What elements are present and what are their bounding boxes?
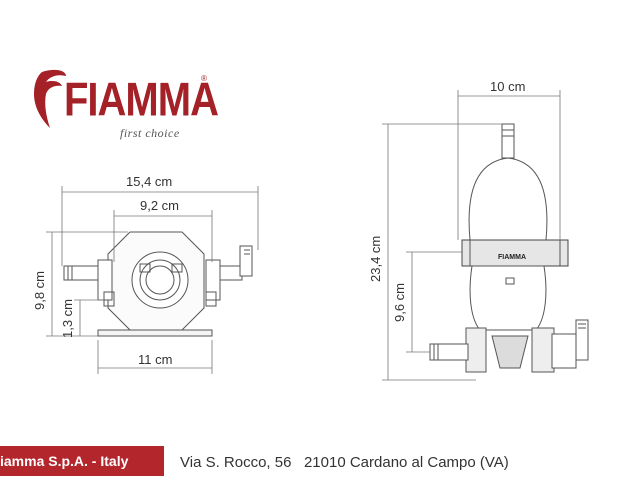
footer-company-banner: iamma S.p.A. - Italy bbox=[0, 446, 164, 476]
brand-tagline: first choice bbox=[120, 126, 180, 140]
pump-illustration bbox=[63, 231, 253, 337]
flame-icon bbox=[34, 69, 66, 128]
tank-brand-label: FIAMMA bbox=[498, 254, 526, 261]
pump-inner-width-label: 9,2 cm bbox=[140, 198, 179, 213]
footer-address: Via S. Rocco, 56 21010 Cardano al Campo … bbox=[180, 454, 509, 471]
pump-base-width-label: 11 cm bbox=[138, 352, 172, 367]
tank-inlet-height-label: 9,6 cm bbox=[392, 283, 407, 322]
pump-width-label: 15,4 cm bbox=[126, 174, 172, 189]
brand-name: FIAMMA bbox=[64, 74, 219, 126]
tank-height-label: 23,4 cm bbox=[368, 236, 383, 282]
tank-width-label: 10 cm bbox=[490, 79, 525, 94]
fiamma-logo: FIAMMA ® first choice bbox=[28, 62, 219, 142]
tank-illustration bbox=[429, 123, 589, 373]
registered-mark: ® bbox=[201, 74, 207, 83]
pump-base-height-label: 1,3 cm bbox=[60, 299, 75, 338]
pump-height-label: 9,8 cm bbox=[32, 271, 47, 310]
technical-drawing: FIAMMA 15,4 cm 9,2 cm 9,8 cm 1,3 cm 11 c… bbox=[32, 79, 589, 381]
